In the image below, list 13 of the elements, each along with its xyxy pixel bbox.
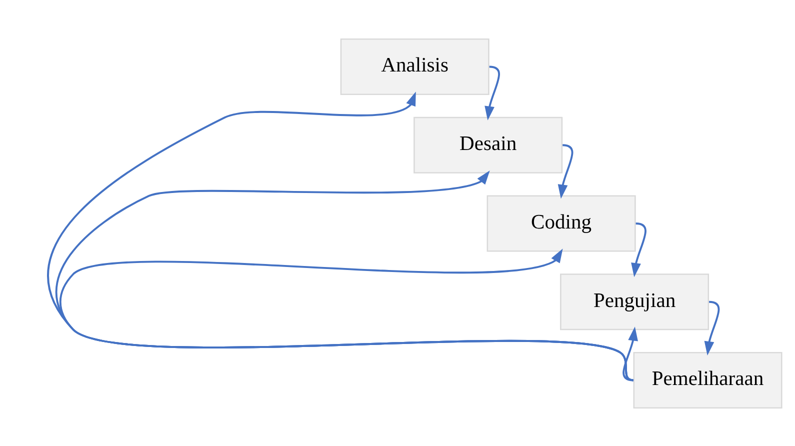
arrow	[631, 222, 646, 277]
arrow	[622, 326, 638, 381]
arrow	[56, 170, 634, 380]
arrow	[60, 248, 634, 380]
node-box: Desain	[414, 116, 563, 173]
node-box: Pengujian	[560, 273, 710, 330]
arrow	[704, 300, 720, 355]
arrow	[48, 91, 634, 380]
node-box: Coding	[486, 194, 636, 252]
arrow	[484, 65, 500, 120]
arrow	[558, 144, 574, 198]
node-box: Pemeliharaan	[633, 351, 782, 408]
node-box: Analisis	[340, 38, 490, 95]
